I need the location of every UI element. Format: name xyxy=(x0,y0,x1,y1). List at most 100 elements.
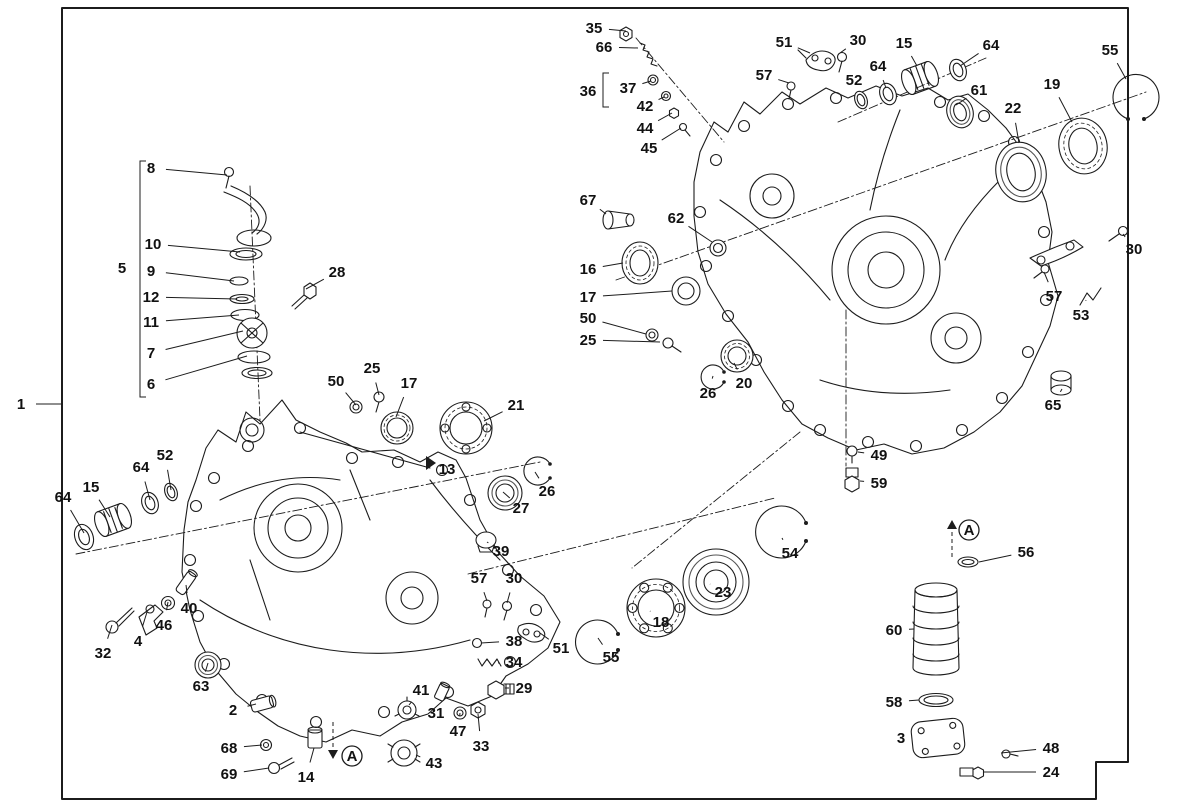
up-arrow-icon xyxy=(947,520,957,529)
leader-line-69 xyxy=(243,767,270,773)
leader-line-58 xyxy=(908,699,920,702)
leader-line-66 xyxy=(618,46,639,49)
leader-line-25 xyxy=(602,339,661,343)
part-callout-65: 65 xyxy=(1045,397,1062,414)
part-callout-16: 16 xyxy=(580,261,597,278)
part-callout-60: 60 xyxy=(886,622,903,639)
leader-line-37 xyxy=(642,80,652,85)
part-callout-36: 36 xyxy=(580,83,597,100)
leader-line-63 xyxy=(204,662,209,672)
part-callout-51: 51 xyxy=(553,640,570,657)
leader-line-64 xyxy=(882,79,887,89)
part-callout-26: 26 xyxy=(700,385,717,402)
diagram-border xyxy=(61,7,1129,800)
part-callout-50: 50 xyxy=(580,310,597,327)
section-marker-label: A xyxy=(347,748,358,765)
leader-line-65 xyxy=(1059,388,1063,393)
part-callout-68: 68 xyxy=(221,740,238,757)
leader-line-50 xyxy=(602,321,647,335)
part-callout-66: 66 xyxy=(596,39,613,56)
part-callout-42: 42 xyxy=(637,98,654,115)
leader-line-64 xyxy=(144,481,151,501)
part-callout-53: 53 xyxy=(1073,307,1090,324)
leader-line-35 xyxy=(608,28,627,32)
leader-line-10 xyxy=(167,244,241,253)
part-callout-37: 37 xyxy=(620,80,637,97)
part-callout-22: 22 xyxy=(1005,100,1022,117)
leader-line-44 xyxy=(657,112,673,122)
leader-line-32 xyxy=(107,624,113,639)
part-callout-30: 30 xyxy=(506,570,523,587)
part-callout-50: 50 xyxy=(328,373,345,390)
part-callout-5: 5 xyxy=(118,260,126,277)
part-callout-40: 40 xyxy=(181,600,198,617)
down-arrow-icon xyxy=(328,750,338,759)
part-callout-51: 51 xyxy=(776,34,793,51)
section-marker-label: A xyxy=(964,522,975,539)
leader-line-26 xyxy=(534,471,540,479)
leader-line-46 xyxy=(166,601,169,611)
part-callout-17: 17 xyxy=(580,289,597,306)
part-callout-6: 6 xyxy=(147,376,155,393)
leader-line-8 xyxy=(165,168,228,176)
part-callout-57: 57 xyxy=(1046,288,1063,305)
part-callout-7: 7 xyxy=(147,345,155,362)
part-callout-29: 29 xyxy=(516,680,533,697)
part-callout-57: 57 xyxy=(756,67,773,84)
leader-line-40 xyxy=(185,584,188,594)
leader-line-57 xyxy=(1043,271,1049,283)
top-fastener-stack-art xyxy=(619,26,691,137)
part-callout-26: 26 xyxy=(539,483,556,500)
leader-line-27 xyxy=(502,491,511,499)
part-callout-9: 9 xyxy=(147,263,155,280)
leader-line-4 xyxy=(141,611,148,627)
part-callout-24: 24 xyxy=(1043,764,1060,781)
part-callout-25: 25 xyxy=(580,332,597,349)
part-callout-47: 47 xyxy=(450,723,467,740)
leader-line-21 xyxy=(483,411,503,422)
group-bracket-5 xyxy=(139,160,146,398)
part-callout-17: 17 xyxy=(401,375,418,392)
leader-line-2 xyxy=(247,703,257,707)
part-callout-64: 64 xyxy=(870,58,887,75)
leader-line-56 xyxy=(978,554,1012,563)
leader-line-15 xyxy=(910,55,918,67)
leader-line-39 xyxy=(486,541,489,544)
part-callout-25: 25 xyxy=(364,360,381,377)
part-callout-11: 11 xyxy=(143,314,159,331)
part-callout-13: 13 xyxy=(439,461,456,478)
leader-line-51 xyxy=(797,47,811,54)
leader-line-42 xyxy=(658,96,665,101)
section-marker-circle xyxy=(958,519,980,541)
part-callout-38: 38 xyxy=(506,633,523,650)
leader-line-17 xyxy=(602,290,673,297)
part-callout-28: 28 xyxy=(329,264,346,281)
part-callout-8: 8 xyxy=(147,160,155,177)
leader-line-43 xyxy=(415,754,421,758)
part-callout-56: 56 xyxy=(1018,544,1035,561)
part-callout-14: 14 xyxy=(298,769,315,786)
part-callout-10: 10 xyxy=(145,236,162,253)
part-callout-64: 64 xyxy=(133,459,150,476)
part-callout-39: 39 xyxy=(493,543,510,560)
leader-line-49 xyxy=(857,451,865,454)
part-callout-43: 43 xyxy=(426,755,443,772)
leader-line-41 xyxy=(408,701,413,706)
right-crankcase-half-art xyxy=(693,85,1059,455)
leader-line-38 xyxy=(480,641,500,644)
leader-line-26 xyxy=(711,375,714,379)
part-callout-20: 20 xyxy=(736,375,753,392)
part-callout-1: 1 xyxy=(17,396,25,413)
part-callout-55: 55 xyxy=(1102,42,1119,59)
part-callout-63: 63 xyxy=(193,678,210,695)
part-callout-61: 61 xyxy=(971,82,988,99)
part-callout-54: 54 xyxy=(782,545,799,562)
part-callout-30: 30 xyxy=(1126,241,1143,258)
part-callout-52: 52 xyxy=(846,72,863,89)
leader-line-57 xyxy=(778,79,790,84)
part-callout-12: 12 xyxy=(143,289,160,306)
part-callout-69: 69 xyxy=(221,766,238,783)
leader-line-64 xyxy=(959,52,979,67)
part-callout-46: 46 xyxy=(156,617,173,634)
part-callout-57: 57 xyxy=(471,570,488,587)
